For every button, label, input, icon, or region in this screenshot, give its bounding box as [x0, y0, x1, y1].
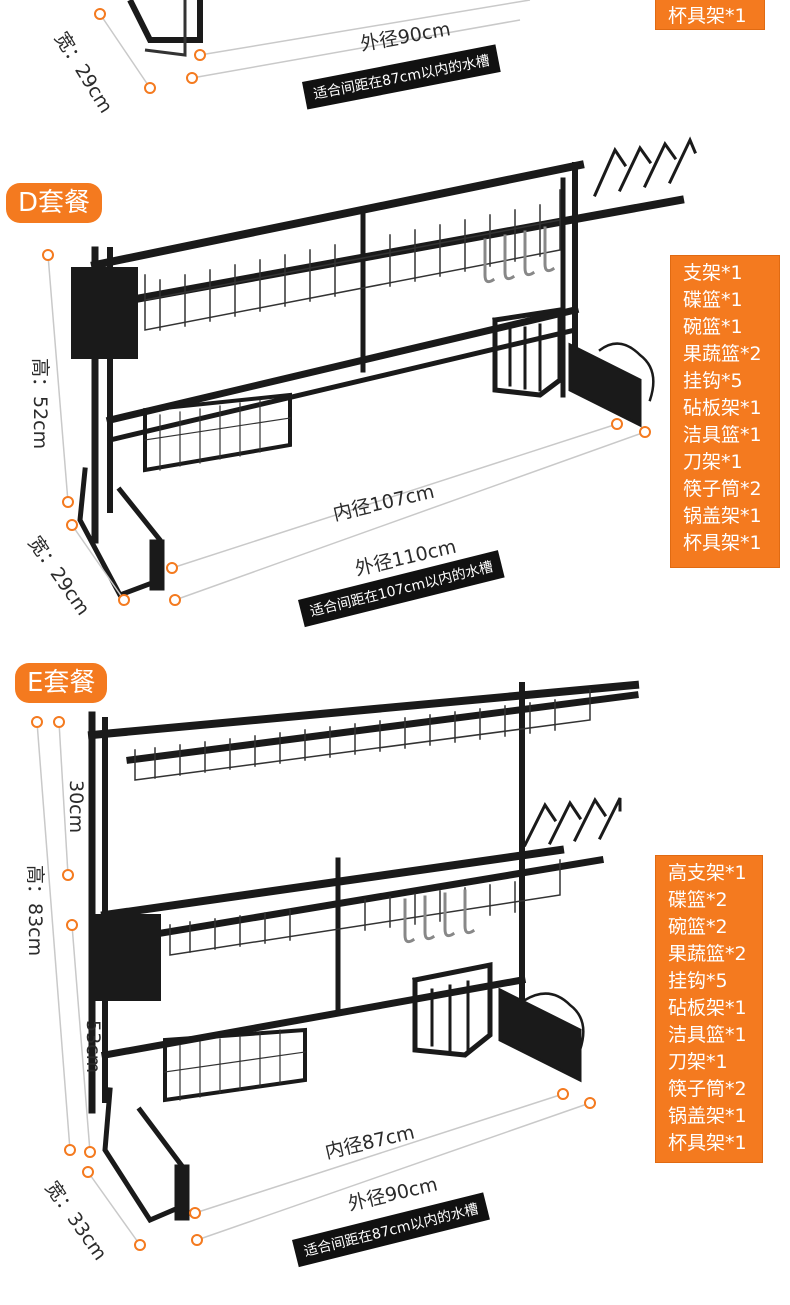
- d-item: 杯具架*1: [683, 532, 762, 554]
- rack-c-illustration: [94, 0, 531, 94]
- d-item: 洁具篮*1: [683, 424, 762, 446]
- e-package-tag: E套餐: [15, 663, 108, 703]
- d-item: 筷子筒*2: [683, 478, 762, 500]
- e-item: 洁具篮*1: [668, 1024, 747, 1046]
- c-contents-tail: 杯具架*1: [655, 0, 765, 30]
- rack-d-illustration: [42, 136, 697, 606]
- e-item: 高支架*1: [668, 862, 747, 884]
- d-item: 砧板架*1: [683, 397, 762, 419]
- e-item: 杯具架*1: [668, 1132, 747, 1154]
- d-item: 刀架*1: [683, 451, 743, 473]
- d-item: 果蔬篮*2: [683, 343, 762, 365]
- c-contents-item: 杯具架*1: [668, 5, 747, 27]
- section-d: D套餐: [6, 136, 780, 628]
- e-item: 砧板架*1: [668, 997, 747, 1019]
- e-item: 锅盖架*1: [668, 1105, 747, 1127]
- d-item: 挂钩*5: [683, 370, 743, 392]
- e-item: 碟篮*2: [668, 889, 728, 911]
- e-item: 筷子筒*2: [668, 1078, 747, 1100]
- e-lower-height-label: 53cm: [82, 1020, 104, 1074]
- e-item: 挂钩*5: [668, 970, 728, 992]
- section-e: E套餐: [0, 660, 790, 1305]
- d-height-label: 高：52cm: [29, 358, 51, 450]
- d-package-tag: D套餐: [6, 183, 103, 223]
- rack-e-illustration: [31, 680, 640, 1251]
- d-item: 碟篮*1: [683, 289, 743, 311]
- d-contents-list: 支架*1 碟篮*1 碗篮*1 果蔬篮*2 挂钩*5 砧板架*1 洁具篮*1 刀架…: [670, 255, 780, 568]
- e-item: 果蔬篮*2: [668, 943, 747, 965]
- e-contents-list: 高支架*1 碟篮*2 碗篮*2 果蔬篮*2 挂钩*5 砧板架*1 洁具篮*1 刀…: [655, 855, 763, 1163]
- d-item: 锅盖架*1: [683, 505, 762, 527]
- e-item: 碗篮*2: [668, 916, 728, 938]
- section-c-tail: 宽：29cm 外径90cm 适合间距在87cm以内的水槽 杯具架*1: [0, 0, 790, 120]
- d-item: 碗篮*1: [683, 316, 743, 338]
- d-item: 支架*1: [683, 262, 743, 284]
- e-upper-height-label: 30cm: [65, 780, 87, 834]
- e-item: 刀架*1: [668, 1051, 728, 1073]
- e-height-label: 高：83cm: [24, 865, 46, 957]
